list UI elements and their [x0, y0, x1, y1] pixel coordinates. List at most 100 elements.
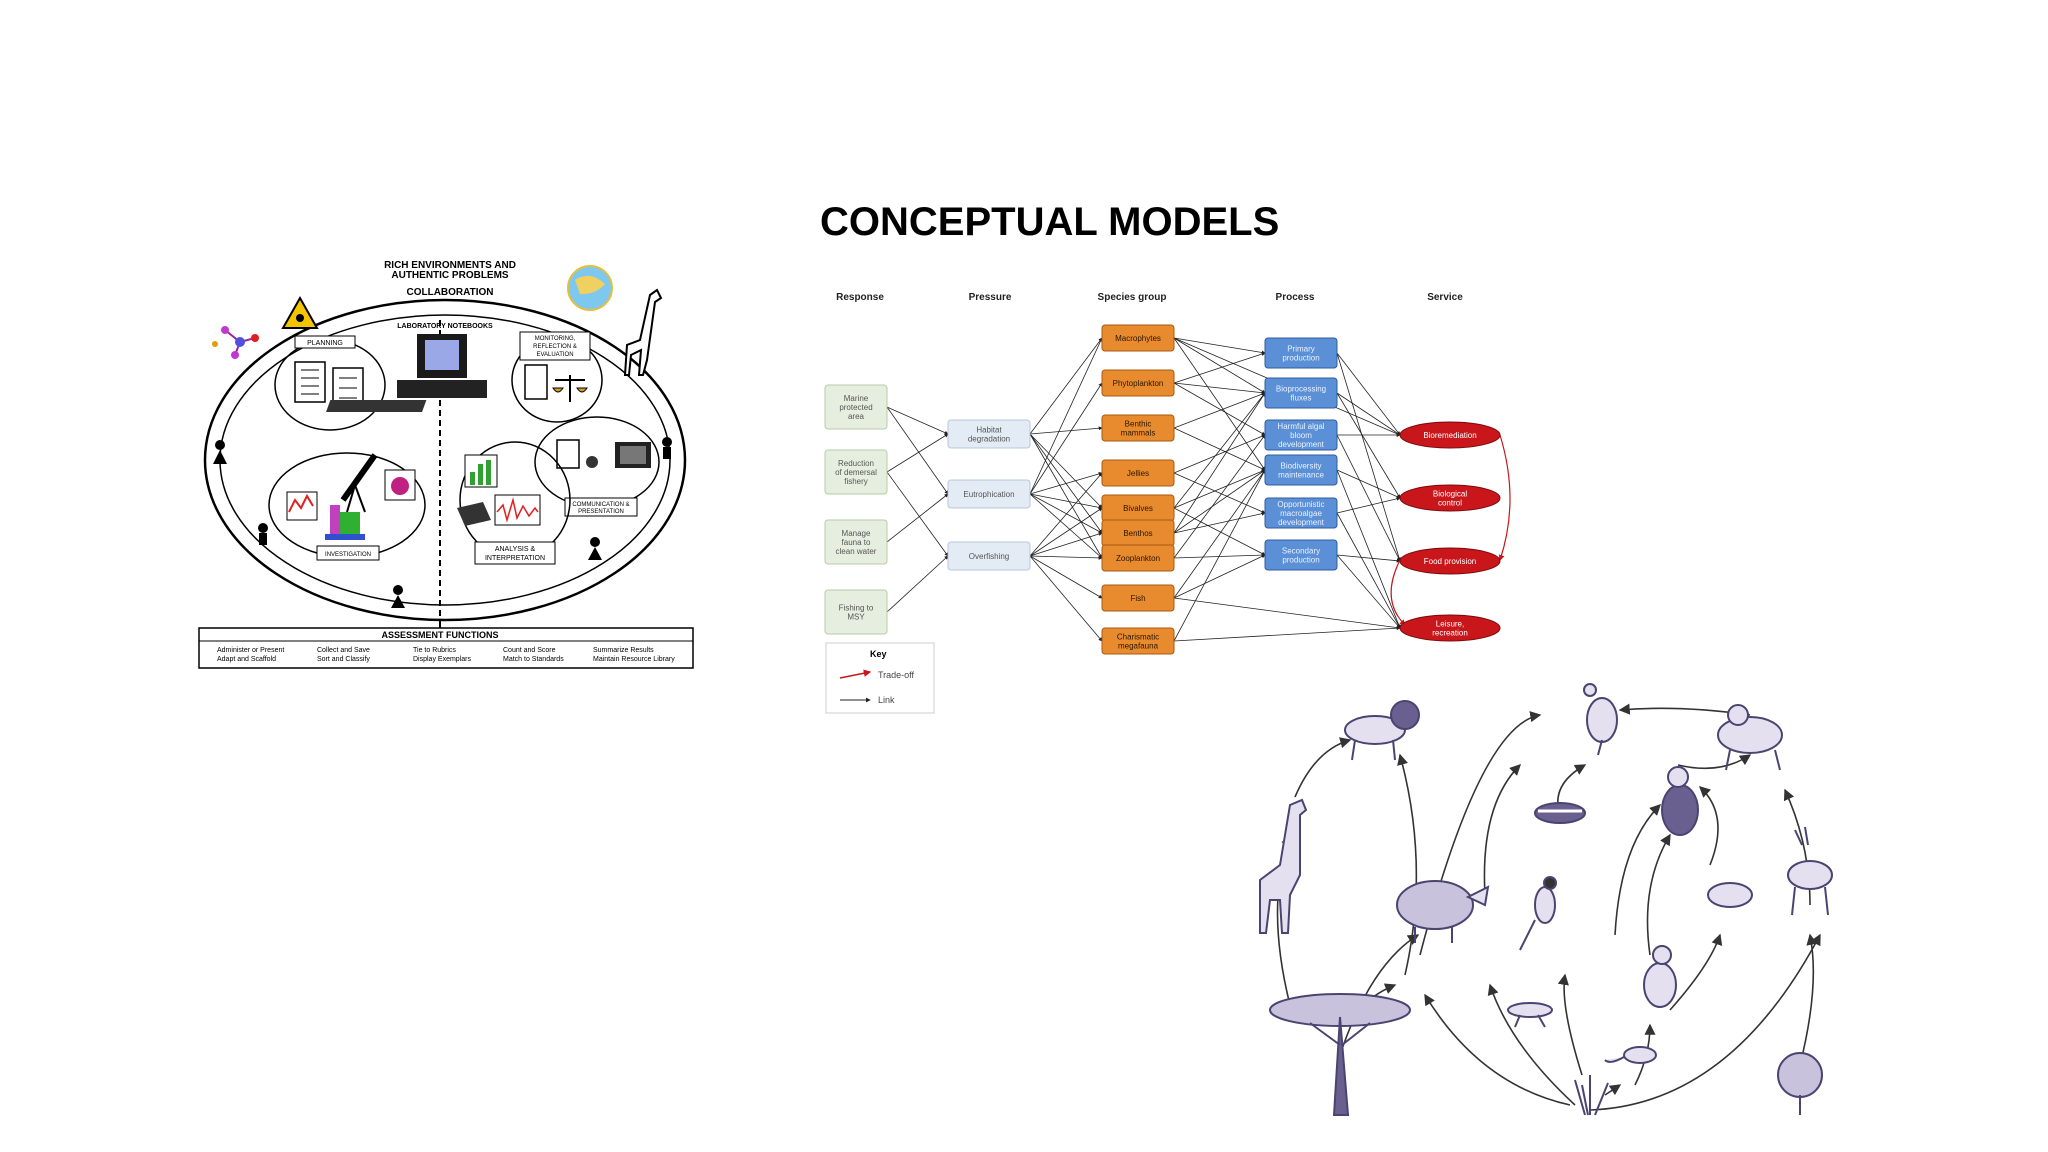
species-label: Jellies	[1127, 469, 1149, 478]
key-tradeoff: Trade-off	[878, 670, 915, 680]
person-icon	[662, 437, 672, 459]
species-label: mammals	[1121, 429, 1156, 438]
process-label: production	[1282, 556, 1319, 565]
flow-link	[1173, 469, 1266, 509]
response-label: fauna to	[842, 538, 871, 547]
species-node: Benthos	[1101, 519, 1175, 547]
flow-link	[1029, 472, 1103, 557]
lion-icon	[1344, 700, 1420, 761]
species-label: Charismatic	[1117, 633, 1159, 642]
person-icon	[391, 585, 405, 608]
response-label: fishery	[844, 477, 868, 486]
species-node: Bivalves	[1101, 494, 1175, 522]
flow-link	[1029, 532, 1103, 557]
column-header: Process	[1276, 292, 1315, 303]
grasshopper-icon	[1507, 1002, 1553, 1028]
giraffe-icon	[1259, 798, 1308, 934]
process-label: macroalgae	[1280, 509, 1322, 518]
savanna-food-web	[1230, 665, 1850, 1125]
service-label: Bioremediation	[1423, 431, 1476, 440]
flow-link	[1029, 493, 1103, 534]
species-node: Jellies	[1101, 459, 1175, 487]
species-label: Benthos	[1123, 529, 1152, 538]
species-label: Bivalves	[1123, 504, 1153, 513]
assessment-cell: Adapt and Scaffold	[217, 656, 276, 663]
service-label: recreation	[1432, 629, 1468, 638]
beetle-icon	[1707, 882, 1753, 908]
tradeoff-line-icon	[839, 669, 872, 679]
flow-link	[1173, 434, 1266, 559]
process-label: production	[1282, 354, 1319, 363]
header-line-2: AUTHENTIC PROBLEMS	[391, 270, 509, 281]
vulture-icon	[1583, 683, 1618, 756]
flow-link	[1173, 337, 1266, 471]
response-label: area	[848, 412, 865, 421]
pressure-label: Eutrophication	[963, 490, 1014, 499]
column-header: Pressure	[969, 292, 1012, 303]
species-node: Zooplankton	[1101, 544, 1175, 572]
caracal-icon	[1643, 945, 1677, 1008]
ecosystem-links	[886, 337, 1511, 642]
outer-cycle	[203, 298, 687, 622]
flow-link	[1336, 434, 1401, 562]
process-label: Opportunistic	[1277, 500, 1324, 509]
flow-link	[1173, 469, 1266, 534]
antelope-icon	[1787, 826, 1833, 916]
response-label: Fishing to	[839, 604, 874, 613]
flow-link	[1173, 553, 1266, 559]
lab-diagram-svg: RICH ENVIRONMENTS AND AUTHENTIC PROBLEMS…	[198, 260, 694, 669]
chart-sheet-icon	[286, 491, 318, 521]
assessment-functions-table: ASSESSMENT FUNCTIONS Administer or Prese…	[198, 627, 694, 669]
species-label: Phytoplankton	[1113, 379, 1164, 388]
flow-link	[1029, 337, 1103, 435]
flow-link	[1336, 496, 1401, 514]
baboon-icon	[1661, 766, 1699, 836]
analysis-line-2: INTERPRETATION	[485, 555, 545, 562]
species-label: megafauna	[1118, 642, 1159, 651]
bar-chart-icon	[464, 454, 498, 488]
scales-icon	[552, 375, 588, 402]
flow-link	[1029, 555, 1103, 642]
monitoring-line-2: REFLECTION &	[533, 344, 577, 350]
assessment-cell: Summarize Results	[593, 647, 654, 654]
response-label: Marine	[844, 394, 869, 403]
rhino-icon	[1396, 880, 1490, 943]
flow-link	[1173, 469, 1266, 642]
response-label: clean water	[836, 547, 877, 556]
pressure-label: Overfishing	[969, 552, 1009, 561]
slide-title: CONCEPTUAL MODELS	[820, 200, 1280, 244]
process-label: bloom	[1290, 431, 1312, 440]
flow-link	[1173, 392, 1266, 429]
assessment-cell: Match to Standards	[503, 656, 564, 663]
presenter-icon	[586, 456, 598, 468]
response-label: protected	[839, 403, 872, 412]
monitoring-line-3: EVALUATION	[536, 352, 573, 358]
flow-link	[1173, 427, 1266, 471]
service-label: control	[1438, 499, 1462, 508]
calculator-icon	[457, 502, 491, 526]
leopard-icon	[1717, 704, 1783, 771]
monitoring-line-1: MONITORING,	[535, 336, 576, 342]
analysis-line-1: ANALYSIS &	[495, 546, 536, 553]
species-label: Fish	[1130, 594, 1145, 603]
collaboration-label: COLLABORATION	[406, 287, 493, 298]
process-label: Primary	[1287, 345, 1315, 354]
waveform-icon	[494, 494, 541, 526]
pressure-label: degradation	[968, 435, 1010, 444]
species-label: Macrophytes	[1115, 334, 1161, 343]
assessment-cell: Sort and Classify	[317, 656, 370, 663]
assessment-cell: Count and Score	[503, 647, 556, 654]
assessment-cell: Tie to Rubrics	[413, 647, 456, 654]
food-web-organisms	[1259, 683, 1833, 1116]
flow-link	[1029, 555, 1103, 599]
shrike-icon	[1519, 876, 1557, 951]
checklist-icon	[294, 361, 326, 403]
